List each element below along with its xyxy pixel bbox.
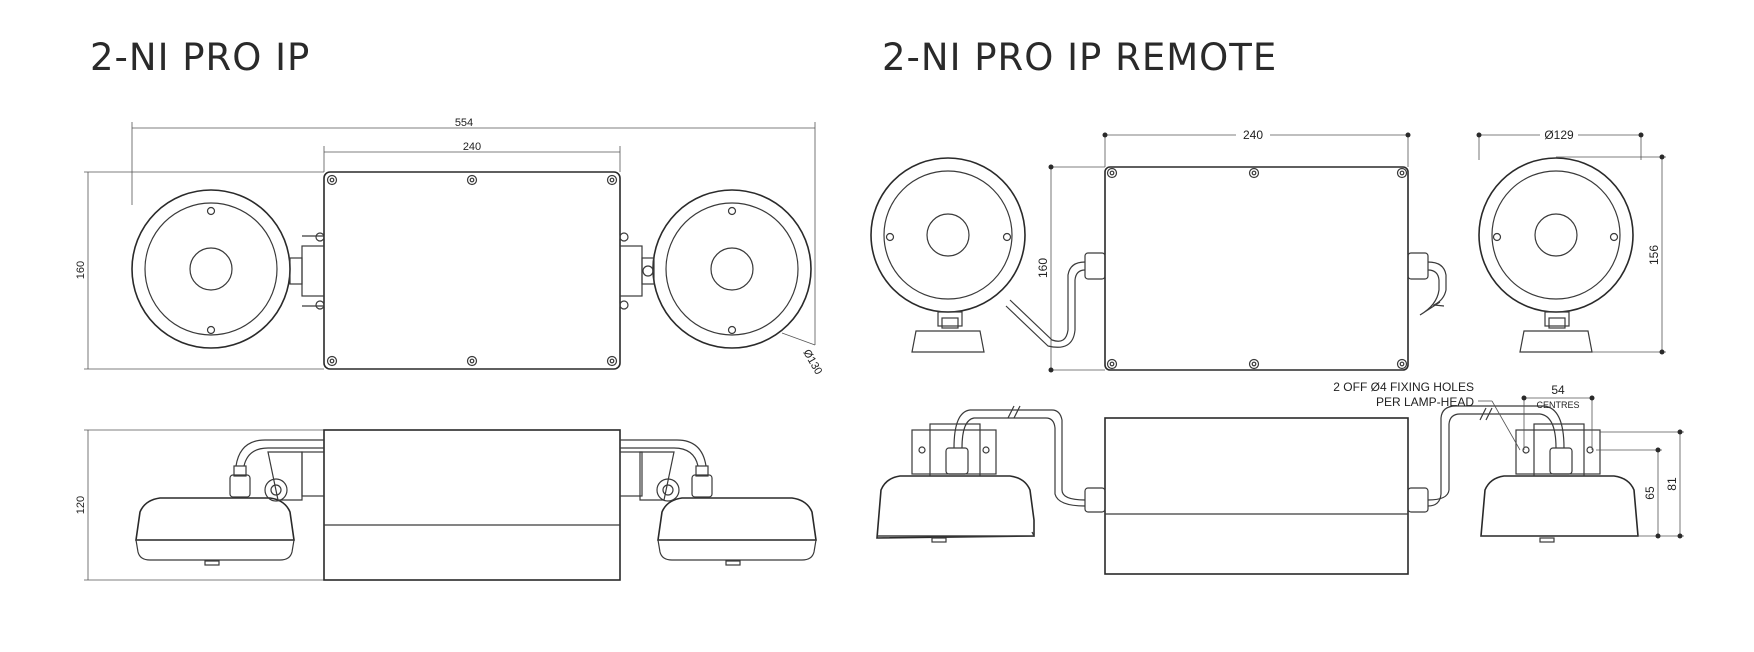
dim-160-left: 160 xyxy=(75,261,87,279)
dim-centres-label: CENTRES xyxy=(1536,400,1579,410)
left-drawing-title: 2-NI PRO IP xyxy=(90,36,311,79)
dim-dia-129: Ø129 xyxy=(1544,128,1574,142)
dim-54: 54 xyxy=(1551,383,1565,397)
right-front-view: 160 240 xyxy=(870,127,1666,373)
note-fixing-line1: 2 OFF Ø4 FIXING HOLES xyxy=(1333,380,1474,394)
dim-160-right: 160 xyxy=(1036,258,1050,278)
dim-240-right: 240 xyxy=(1243,128,1263,142)
dim-120: 120 xyxy=(75,496,87,514)
dim-554: 554 xyxy=(455,117,473,129)
dim-240-left: 240 xyxy=(463,141,481,153)
dim-156: 156 xyxy=(1647,245,1661,265)
note-fixing-line2: PER LAMP-HEAD xyxy=(1376,395,1474,409)
right-drawing-title: 2-NI PRO IP REMOTE xyxy=(882,36,1278,79)
right-side-view: 2 OFF Ø4 FIXING HOLES PER LAMP-HEAD 54 C… xyxy=(876,380,1684,575)
left-side-view: 120 xyxy=(75,429,817,581)
left-front-view: 554 240 160 xyxy=(75,117,824,377)
dim-dia-130: Ø130 xyxy=(800,348,824,377)
dim-81: 81 xyxy=(1665,477,1679,491)
dim-65: 65 xyxy=(1643,486,1657,500)
